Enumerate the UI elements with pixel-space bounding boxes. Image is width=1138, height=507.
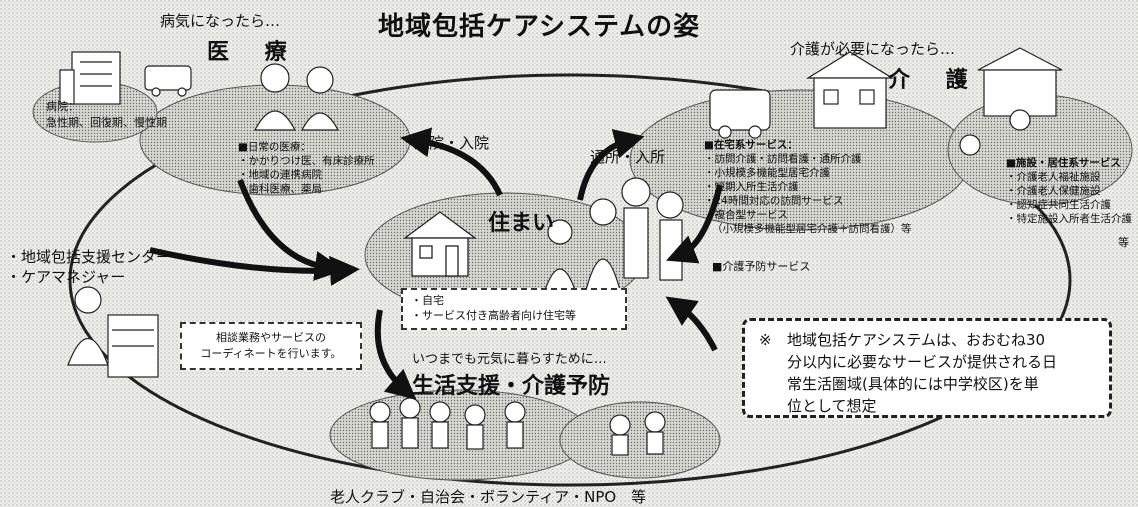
ambulance-illustration xyxy=(144,65,192,97)
hospital-types: 急性期、回復期、慢性期 xyxy=(46,116,167,129)
home-service-item: ・訪問介護・訪問看護・通所介護 xyxy=(704,153,862,165)
coordination-line: 相談業務やサービスの xyxy=(216,331,326,344)
housing-list: ・自宅 ・サービス付き高齢者向け住宅等 xyxy=(401,288,627,330)
home-service-item: ・複合型サービス xyxy=(704,209,788,221)
care-manager-illustration xyxy=(67,286,159,378)
medical-item: ・地域の連携病院 xyxy=(238,169,322,181)
facility-service-item: ・認知症共同生活介護 xyxy=(1006,199,1111,211)
flow-arrows xyxy=(149,127,723,400)
note-mark: ※ xyxy=(759,331,772,349)
life-support-heading: 生活支援・介護予防 xyxy=(412,374,611,399)
arrow-home-to-life xyxy=(374,309,417,400)
medical-item: ・かかりつけ医、有床診療所 xyxy=(238,155,375,167)
note-line: 分以内に必要なサービスが提供される日 xyxy=(787,353,1058,371)
medical-item: ・歯科医療、薬局 xyxy=(238,183,322,195)
prevention-service: ■介護予防サービス xyxy=(712,260,811,273)
arrow-hospital-to-home xyxy=(237,178,345,281)
facility-building-illustration xyxy=(959,47,1063,156)
family-illustration xyxy=(544,177,684,291)
care-manager-label: ・ケアマネジャー xyxy=(6,268,126,286)
arrow-care-to-home xyxy=(666,184,723,264)
home-service-item: ・24時間対応の訪問サービス xyxy=(704,195,844,207)
facility-service-item: ・介護老人保健施設 xyxy=(1006,185,1101,197)
note-line: 常生活圏域(具体的には中学校区)を単 xyxy=(787,375,1039,393)
support-center-label: ・地域包括支援センター xyxy=(6,248,172,266)
facility-etc: 等 xyxy=(1118,236,1129,249)
home-services-title: ■在宅系サービス： xyxy=(704,139,798,151)
care-house-illustration xyxy=(709,51,895,139)
facility-services-title: ■施設・居住系サービス xyxy=(1006,157,1121,169)
home-illustration xyxy=(403,211,477,277)
housing-heading: 住まい xyxy=(488,211,555,236)
life-support-bubble xyxy=(329,389,591,481)
arrow-home-to-hospital xyxy=(400,127,503,197)
doctors-illustration xyxy=(254,63,339,131)
medical-trigger: 病気になったら… xyxy=(160,12,281,30)
page-title: 地域包括ケアシステムの姿 xyxy=(378,12,701,42)
medical-item: ■日常の医療： xyxy=(238,141,311,153)
note-line: 位として想定 xyxy=(787,397,877,415)
facility-service-item: ・特定施設入所者生活介護 xyxy=(1006,213,1132,225)
life-support-trigger: いつまでも元気に暮らすために… xyxy=(412,352,607,367)
care-heading: 介 護 xyxy=(888,68,982,93)
arrow-home-to-care xyxy=(577,129,645,201)
home-service-item: ・小規模多機能型居宅介護 xyxy=(704,167,830,179)
community-groups: 老人クラブ・自治会・ボランティア・NPO 等 xyxy=(330,488,647,506)
coordination-box: 相談業務やサービスの コーディネートを行います。 xyxy=(180,322,362,370)
visit-hospital-label: 通院・入院 xyxy=(414,134,490,152)
community-people-illustration xyxy=(369,397,666,456)
note-line: 地域包括ケアシステムは、おおむね30 xyxy=(787,331,1046,349)
hospital-illustration xyxy=(59,51,121,105)
home-service-item: （小規模多機能型居宅介護＋訪問看護）等 xyxy=(712,223,912,235)
facility-services-list: ■施設・居住系サービス ・介護老人福祉施設 ・介護老人保健施設 ・認知症共同生活… xyxy=(1006,156,1132,226)
housing-item: ・自宅 xyxy=(411,294,444,307)
community-oval xyxy=(68,73,1072,487)
facility-service-item: ・介護老人福祉施設 xyxy=(1006,171,1101,183)
arrow-life-to-home xyxy=(665,296,718,352)
home-service-item: ・短期入所生活介護 xyxy=(704,181,799,193)
home-services-list: ■在宅系サービス： ・訪問介護・訪問看護・通所介護 ・小規模多機能型居宅介護 ・… xyxy=(704,138,912,236)
visit-care-label: 通所・入所 xyxy=(590,148,666,166)
arrow-center-to-home xyxy=(149,247,360,286)
medical-heading: 医 療 xyxy=(207,40,301,65)
coordination-line: コーディネートを行います。 xyxy=(200,347,342,360)
housing-item: ・サービス付き高齢者向け住宅等 xyxy=(411,309,576,322)
care-trigger: 介護が必要になったら… xyxy=(790,40,956,58)
life-support-bubble-right xyxy=(559,401,721,479)
medical-list: ■日常の医療： ・かかりつけ医、有床診療所 ・地域の連携病院 ・歯科医療、薬局 xyxy=(238,140,375,196)
note-box: ※ 地域包括ケアシステムは、おおむね30 分以内に必要なサービスが提供される日 … xyxy=(742,318,1112,418)
hospital-label: 病院： xyxy=(46,100,79,113)
